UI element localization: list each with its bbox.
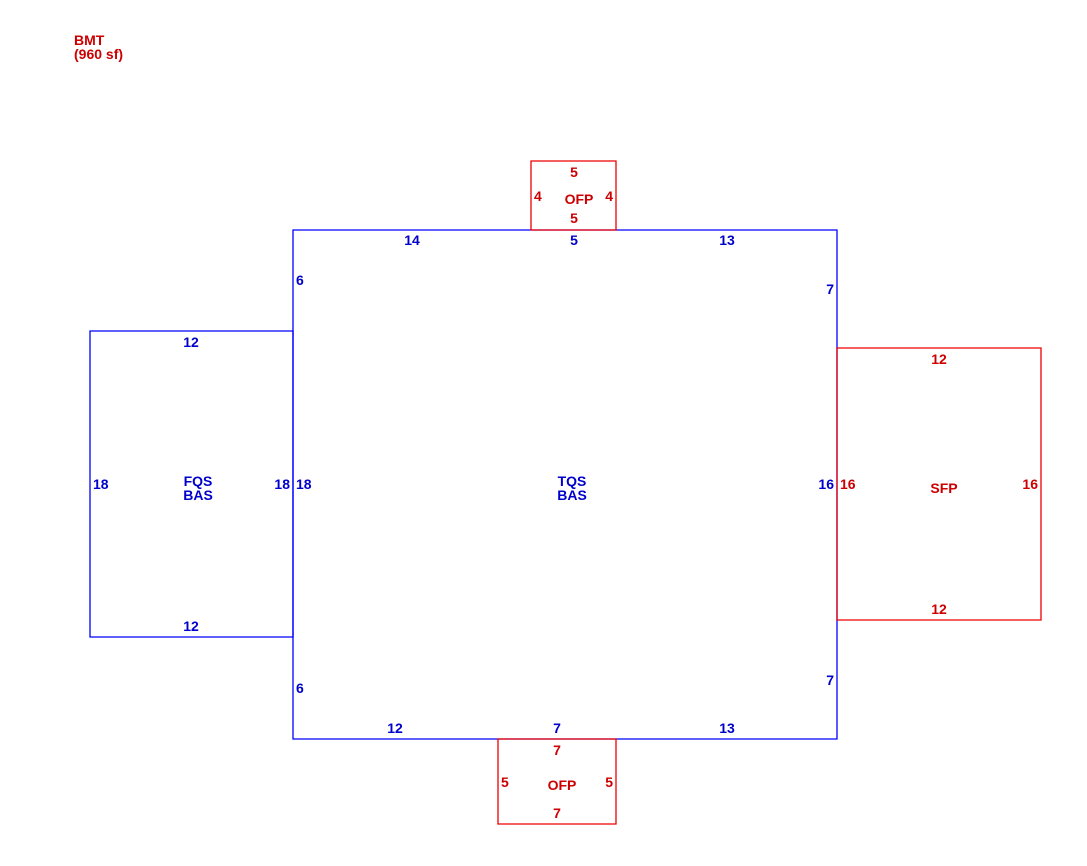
left-wing-dim-left: 18 bbox=[93, 476, 109, 492]
right-porch-area: SFP 12 12 16 16 bbox=[836, 347, 1042, 621]
top-porch-dim-bottom: 5 bbox=[570, 210, 578, 226]
top-porch-dim-right: 4 bbox=[605, 188, 613, 204]
main-dim-top-left: 14 bbox=[404, 232, 420, 248]
left-wing-area: FQS BAS 12 12 18 18 bbox=[89, 330, 294, 638]
left-wing-outline bbox=[89, 330, 294, 638]
bottom-porch-outline bbox=[497, 738, 617, 825]
top-porch-dim-top: 5 bbox=[570, 164, 578, 180]
right-porch-code: SFP bbox=[930, 480, 957, 496]
right-porch-dim-right: 16 bbox=[1022, 476, 1038, 492]
bottom-porch-dim-top: 7 bbox=[553, 742, 561, 758]
main-dim-top-mid: 5 bbox=[570, 232, 578, 248]
main-dim-left-lower: 6 bbox=[296, 680, 304, 696]
bottom-porch-area: OFP 7 7 5 5 bbox=[497, 738, 617, 825]
bottom-porch-dim-right: 5 bbox=[605, 774, 613, 790]
main-dim-right-upper: 7 bbox=[826, 281, 834, 297]
main-dim-left-upper: 6 bbox=[296, 272, 304, 288]
left-wing-code-2: BAS bbox=[183, 487, 213, 503]
top-porch-area: OFP 5 5 4 4 bbox=[530, 160, 617, 231]
right-porch-outline bbox=[836, 347, 1042, 621]
main-dim-right-lower: 7 bbox=[826, 672, 834, 688]
left-wing-code-1: FQS bbox=[184, 473, 213, 489]
right-porch-dim-bottom: 12 bbox=[931, 601, 947, 617]
basement-area: (960 sf) bbox=[74, 46, 123, 62]
main-living-area: TQS BAS 14 5 13 6 18 6 7 16 7 12 7 13 bbox=[292, 229, 838, 740]
main-dim-top-right: 13 bbox=[719, 232, 735, 248]
bottom-porch-dim-bottom: 7 bbox=[553, 805, 561, 821]
main-dim-left-mid: 18 bbox=[296, 476, 312, 492]
main-dim-bottom-right: 13 bbox=[719, 720, 735, 736]
right-porch-dim-top: 12 bbox=[931, 351, 947, 367]
main-dim-bottom-mid: 7 bbox=[553, 720, 561, 736]
left-wing-dim-top: 12 bbox=[183, 334, 199, 350]
main-code-1: TQS bbox=[558, 473, 587, 489]
basement-label: BMT (960 sf) bbox=[74, 32, 123, 62]
right-porch-dim-left: 16 bbox=[840, 476, 856, 492]
bottom-porch-code: OFP bbox=[548, 777, 577, 793]
top-porch-outline bbox=[530, 160, 617, 231]
top-porch-dim-left: 4 bbox=[534, 188, 542, 204]
top-porch-code: OFP bbox=[565, 191, 594, 207]
main-dim-right-mid: 16 bbox=[818, 476, 834, 492]
basement-code: BMT bbox=[74, 32, 105, 48]
main-dim-bottom-left: 12 bbox=[387, 720, 403, 736]
bottom-porch-dim-left: 5 bbox=[501, 774, 509, 790]
left-wing-dim-bottom: 12 bbox=[183, 618, 199, 634]
main-code-2: BAS bbox=[557, 487, 587, 503]
left-wing-dim-right: 18 bbox=[274, 476, 290, 492]
